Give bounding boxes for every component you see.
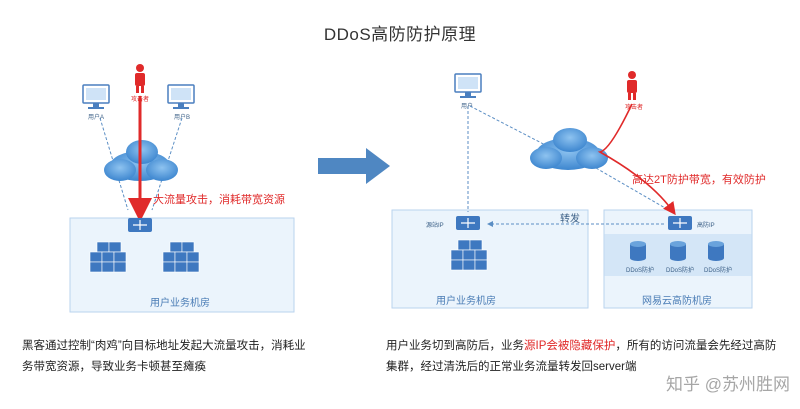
transition-arrow — [318, 148, 390, 184]
right-user-room-label: 用户业务机房 — [436, 296, 496, 307]
ddos-node-1-label: DDoS防护 — [626, 268, 655, 274]
right-user-icon — [454, 73, 482, 98]
right-attacker-label: 攻击者 — [625, 105, 644, 111]
user-b-label: 用户B — [174, 115, 191, 121]
right-attack-arrow — [597, 103, 676, 216]
right-desc-highlight: 源IP会被隐藏保护 — [524, 340, 616, 352]
ddos-node-2-label: DDoS防护 — [666, 268, 695, 274]
right-cloud-icon — [530, 128, 608, 170]
right-desc-part2: ，所有的访问流量会先经过高防集群，经过清洗后的正常业务流量转发回server端 — [386, 340, 777, 373]
left-server-stack-1 — [89, 241, 127, 273]
user-a-icon — [82, 84, 110, 109]
right-attacker-icon — [627, 71, 637, 100]
origin-label: 源站IP — [426, 223, 444, 229]
right-cloud-room-label: 网易云高防机房 — [642, 296, 712, 307]
ddos-node-3-label: DDoS防护 — [704, 268, 733, 274]
right-server-stack — [450, 239, 488, 271]
left-server-stack-2 — [162, 241, 200, 273]
right-description: 用户业务切到高防后，业务源IP会被隐藏保护，所有的访问流量会先经过高防集群，经过… — [386, 336, 780, 378]
ip-label: 高防IP — [697, 223, 715, 229]
user-a-label: 用户A — [88, 115, 105, 121]
left-router-icon — [128, 218, 152, 232]
right-defense-annotation: 高达2T防护带宽，有效防护 — [632, 174, 766, 186]
left-flow-user-a — [99, 117, 129, 211]
forward-label: 转发 — [560, 214, 580, 225]
left-attacker-icon — [135, 64, 145, 93]
right-desc-part1: 用户业务切到高防后，业务 — [386, 340, 524, 352]
right-user-label: 用户 — [461, 104, 474, 110]
right-flow-user-cloud — [469, 105, 556, 151]
left-cloud-icon — [104, 140, 178, 181]
left-description: 黑客通过控制“肉鸡”向目标地址发起大流量攻击，消耗业务带宽资源，导致业务卡顿甚至… — [22, 340, 306, 373]
ip-router-icon — [668, 216, 692, 230]
origin-router-icon — [456, 216, 480, 230]
left-room-label: 用户业务机房 — [150, 298, 210, 309]
user-b-icon — [167, 84, 195, 109]
left-attacker-label: 攻击者 — [131, 97, 150, 103]
ddos-node-1-icon — [630, 241, 646, 261]
watermark: 知乎 @苏州胜网 — [666, 375, 790, 394]
ddos-node-2-icon — [670, 241, 686, 261]
left-attack-annotation: 大流量攻击，消耗带宽资源 — [153, 194, 285, 206]
ddos-node-3-icon — [708, 241, 724, 261]
left-flow-user-b — [151, 117, 183, 211]
page-title: DDoS高防防护原理 — [323, 25, 477, 44]
